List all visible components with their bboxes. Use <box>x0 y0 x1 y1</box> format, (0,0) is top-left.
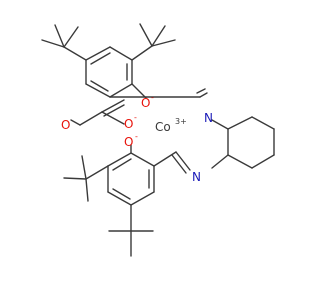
cobalt-charge: 3+ <box>175 117 187 126</box>
phenoxide-oxygen-bottom-charge: - <box>135 132 138 141</box>
phenoxide-oxygen-top-charge: - <box>151 93 154 102</box>
bottom-imine-link <box>153 151 191 174</box>
top-aromatic-ring <box>85 46 133 98</box>
top-right-tert-butyl <box>131 23 176 61</box>
bottom-left-tert-butyl <box>63 155 109 202</box>
acetate-group <box>70 99 125 126</box>
acetate-oxygen-double: O <box>61 118 70 132</box>
phenoxide-oxygen-bottom: O <box>124 135 133 149</box>
top-phenoxide-link <box>109 83 208 99</box>
phenoxide-oxygen-top: O <box>141 96 150 110</box>
salen-cobalt-acetate-structure: O - N O - O Co 3+ O - N <box>41 23 275 257</box>
cyclohexane-ring <box>211 116 275 169</box>
top-left-tert-butyl <box>41 24 87 61</box>
bottom-aromatic-ring <box>107 152 155 206</box>
cobalt-atom: Co <box>155 120 171 134</box>
acetate-oxygen-single-charge: - <box>134 113 137 122</box>
imine-nitrogen-bottom: N <box>192 170 201 184</box>
acetate-oxygen-single: O <box>124 117 133 131</box>
bottom-para-tert-butyl <box>108 204 154 257</box>
imine-nitrogen-top: N <box>204 111 213 125</box>
